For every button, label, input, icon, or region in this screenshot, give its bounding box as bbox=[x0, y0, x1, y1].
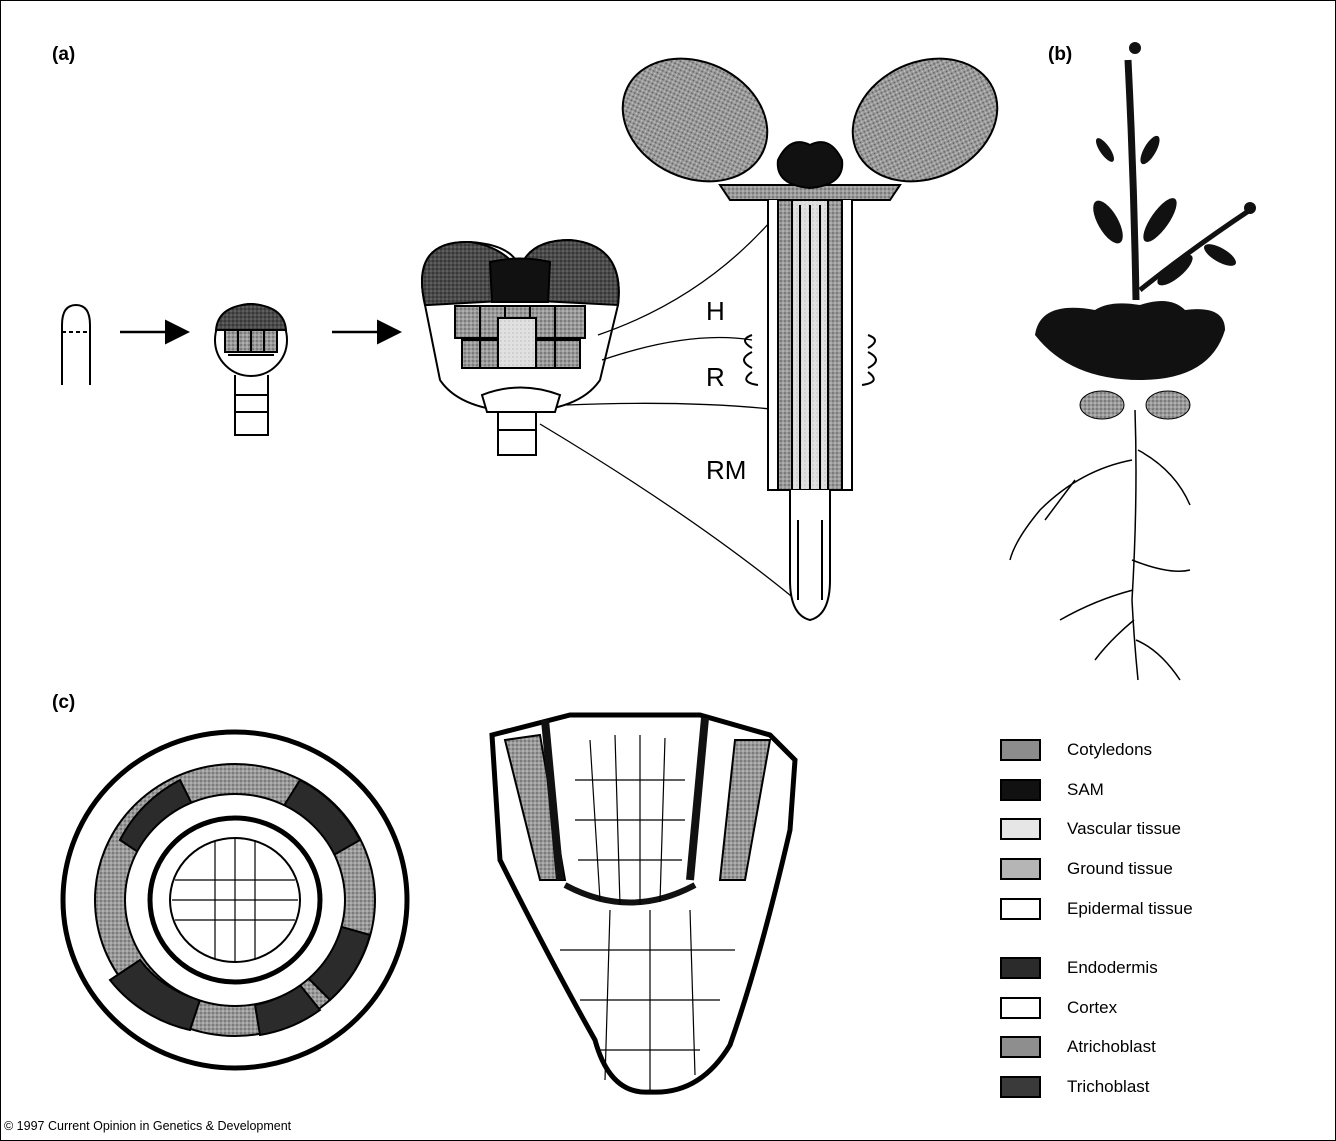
panel-label-c: (c) bbox=[52, 692, 75, 714]
legend-label: Cortex bbox=[1067, 998, 1117, 1018]
panel-label-a: (a) bbox=[52, 44, 75, 66]
region-label-rm: RM bbox=[706, 455, 746, 486]
region-label-h: H bbox=[706, 296, 725, 327]
legend-label: SAM bbox=[1067, 780, 1104, 800]
copyright-notice: © 1997 Current Opinion in Genetics & Dev… bbox=[4, 1119, 291, 1133]
legend-label: Cotyledons bbox=[1067, 740, 1152, 760]
mature-plant-drawing bbox=[1010, 42, 1256, 680]
root-cross-section bbox=[63, 732, 407, 1068]
root-tip-longitudinal-section bbox=[492, 715, 795, 1092]
legend-swatch bbox=[1000, 957, 1041, 979]
region-label-r: R bbox=[706, 362, 725, 393]
embryo-heart-stage bbox=[422, 240, 619, 455]
legend-label: Atrichoblast bbox=[1067, 1037, 1156, 1057]
legend-swatch bbox=[1000, 739, 1041, 761]
tissue-legend: Cotyledons SAM Vascular tissue Ground ti… bbox=[1000, 738, 1310, 1098]
legend-swatch bbox=[1000, 858, 1041, 880]
legend-swatch bbox=[1000, 779, 1041, 801]
legend-swatch bbox=[1000, 1076, 1041, 1098]
legend-label: Epidermal tissue bbox=[1067, 899, 1193, 919]
seedling-diagram bbox=[603, 36, 1018, 620]
legend-swatch bbox=[1000, 1036, 1041, 1058]
panel-label-b: (b) bbox=[1048, 44, 1072, 66]
legend-label: Vascular tissue bbox=[1067, 819, 1181, 839]
legend-label: Endodermis bbox=[1067, 958, 1158, 978]
embryo-globular-stage bbox=[215, 304, 287, 435]
legend-label: Trichoblast bbox=[1067, 1077, 1150, 1097]
legend-swatch bbox=[1000, 898, 1041, 920]
legend-swatch bbox=[1000, 818, 1041, 840]
legend-swatch bbox=[1000, 997, 1041, 1019]
legend-label: Ground tissue bbox=[1067, 859, 1173, 879]
embryo-early-stage bbox=[62, 305, 90, 385]
